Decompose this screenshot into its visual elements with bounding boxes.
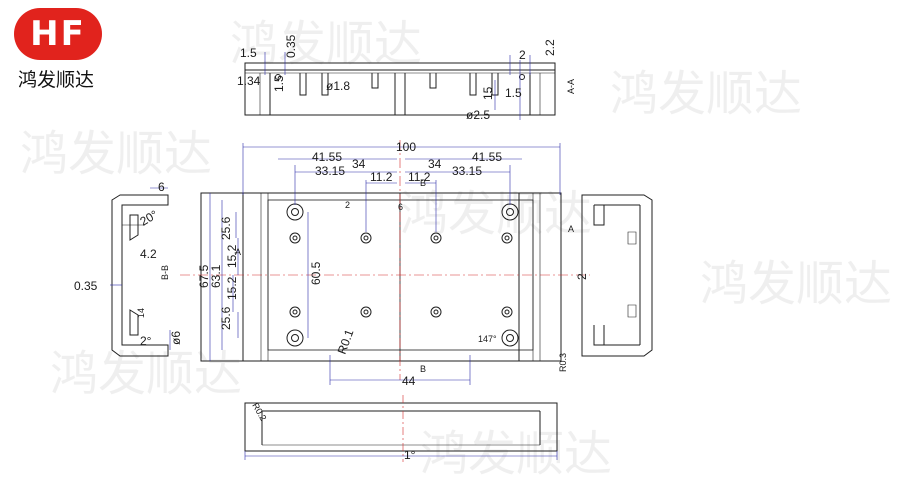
right-view-labels: 2 (575, 273, 589, 280)
main-view (200, 192, 562, 362)
bottom-view-dims (244, 451, 558, 460)
inner-cavity (267, 199, 534, 351)
dim-25-6-bottom: 25.6 (219, 306, 233, 330)
dim-14: 14 (136, 308, 146, 318)
dim-0-35: 0.35 (74, 279, 98, 293)
main-view-dims (209, 143, 561, 385)
section-b-b: B-B (160, 265, 170, 280)
svg-text:鸿发顺达: 鸿发顺达 (400, 188, 592, 241)
bottom-view (244, 402, 558, 452)
dim-1-5: 1.5 (240, 46, 257, 60)
watermark: 鸿发顺达 鸿发顺达 鸿发顺达 鸿发顺达 鸿发顺达 鸿发顺达 鸿发顺达 (20, 18, 892, 481)
dim-1-5-c: 1.5 (505, 86, 522, 100)
small-mark-2: 2 (345, 200, 350, 210)
company-name: 鸿发顺达 (18, 69, 95, 91)
dim-34-left: 34 (352, 157, 366, 171)
dim-dia-2-5: ø2.5 (466, 108, 490, 122)
dim-dia-6: ø6 (169, 331, 183, 345)
dim-33-15-left: 33.15 (315, 164, 345, 178)
left-view-dims (110, 187, 171, 350)
radius-r0-2: R0.2 (250, 401, 268, 422)
logo-badge: HF (14, 8, 102, 60)
svg-text:鸿发顺达: 鸿发顺达 (230, 18, 422, 71)
svg-text:鸿发顺达: 鸿发顺达 (610, 68, 802, 121)
section-mark-b-top: B (420, 178, 426, 188)
company-logo: HF 鸿发顺达 (14, 8, 104, 91)
dim-1-34: 1.34 (237, 74, 261, 88)
logo-mark: HF (30, 14, 86, 54)
dim-34-right: 34 (428, 157, 442, 171)
section-a-a: A-A (566, 79, 576, 94)
angle-1: 1° (404, 448, 416, 462)
dim-6: 6 (158, 180, 165, 194)
dim-11-2-right: 11.2 (408, 170, 431, 184)
small-mark-6: 6 (398, 202, 403, 212)
section-mark-a-left: A (235, 247, 241, 257)
boss-holes (286, 203, 519, 347)
svg-text:鸿发顺达: 鸿发顺达 (20, 128, 212, 181)
radius-r0-1: R0.1 (335, 327, 357, 356)
center-lines (180, 140, 590, 380)
dim-2-2: 2.2 (543, 39, 557, 56)
top-view-outline (244, 62, 556, 116)
angle-20: 20° (138, 207, 161, 228)
section-mark-b-bottom: B (420, 364, 426, 374)
dim-4-2: 4.2 (140, 247, 157, 261)
top-view (244, 62, 556, 116)
dim-0-35: 0.35 (284, 34, 298, 58)
svg-text:鸿发顺达: 鸿发顺达 (700, 258, 892, 311)
dim-44: 44 (402, 374, 416, 388)
dim-11-2-left: 11.2 (370, 170, 393, 184)
dim-2: 2 (519, 48, 526, 62)
top-view-dims (264, 52, 531, 120)
bottom-view-outline (244, 402, 558, 452)
dim-overall-width: 100 (396, 140, 416, 154)
bottom-view-labels: R0.2 1° (250, 401, 415, 462)
svg-text:鸿发顺达: 鸿发顺达 (420, 428, 612, 481)
dim-right-2: 2 (575, 273, 589, 280)
radius-r0-3: R0.3 (558, 353, 568, 372)
right-view-outline (581, 194, 653, 357)
dim-15: 15 (481, 86, 495, 100)
left-view (111, 194, 169, 357)
top-view-labels: 1.5 0.35 1.34 1.5 ø1.8 2 2.2 15 1.5 ø2.5… (237, 34, 576, 122)
dim-60-5: 60.5 (309, 261, 323, 285)
section-mark-a-right: A (568, 224, 574, 234)
angle-147: 147° (478, 334, 497, 344)
dim-dia-1-8: ø1.8 (326, 79, 350, 93)
dim-67-5: 67.5 (197, 264, 211, 288)
dim-25-6-top: 25.6 (219, 216, 233, 240)
left-view-outline (111, 194, 169, 357)
angle-2: 2° (140, 334, 152, 348)
main-view-labels: 100 41.55 34 34 41.55 33.15 11.2 11.2 33… (197, 140, 574, 388)
dim-15-2-bottom: 15.2 (225, 276, 239, 300)
left-view-labels: 6 20° 4.2 0.35 14 2° ø6 B-B (74, 180, 183, 348)
dim-15-2-top: 15.2 (225, 244, 239, 268)
dim-1-5-b: 1.5 (272, 75, 286, 92)
dim-41-55-left: 41.55 (312, 150, 342, 164)
dim-63-1: 63.1 (209, 264, 223, 288)
dim-41-55-right: 41.55 (472, 150, 502, 164)
main-view-outline (200, 192, 562, 362)
right-view (581, 194, 653, 357)
dim-33-15-right: 33.15 (452, 164, 482, 178)
